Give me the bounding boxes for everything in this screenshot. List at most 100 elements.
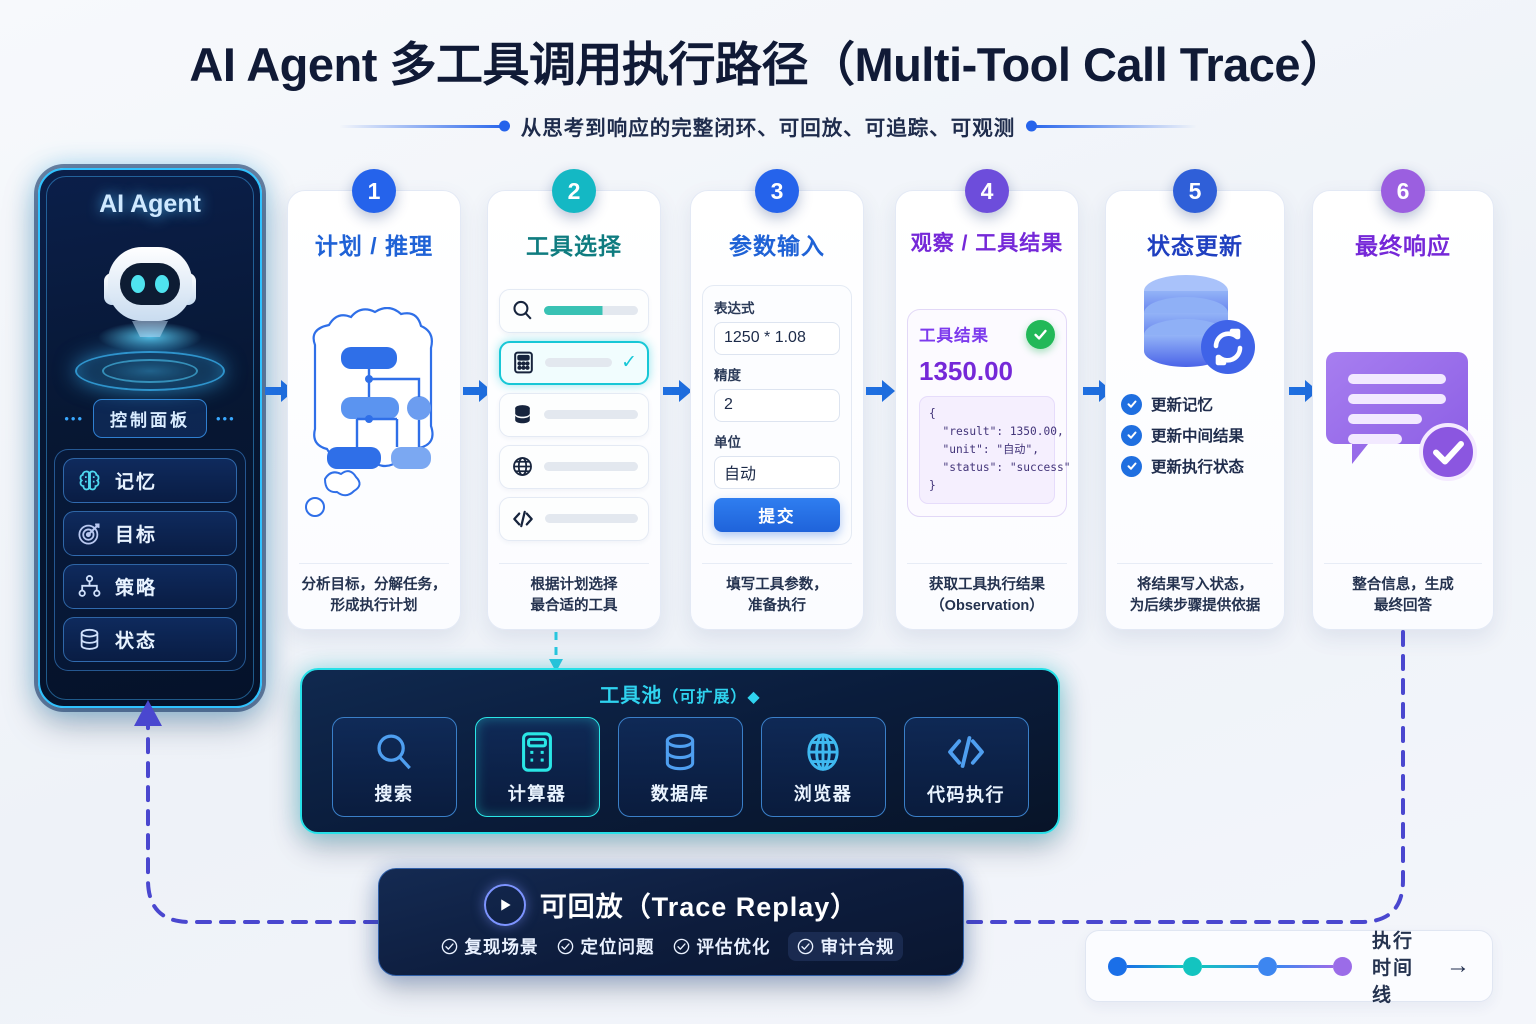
replay-tag-label: 定位问题 bbox=[580, 936, 655, 957]
step-card-1[interactable]: 1 计划 / 推理 分析目标，分解任务， 形成执行计划 bbox=[287, 169, 461, 630]
step-2-tool-list: ✓ bbox=[499, 267, 649, 563]
calculator-icon bbox=[514, 352, 533, 374]
parameter-form: 表达式 1250 * 1.08 精度 2 单位 自动 提交 bbox=[702, 284, 852, 545]
agent-item-memory[interactable]: 记忆 bbox=[63, 458, 237, 503]
pool-tool-label: 浏览器 bbox=[793, 783, 853, 804]
step-caption-3: 填写工具参数， 准备执行 bbox=[702, 562, 852, 617]
submit-button[interactable]: 提交 bbox=[714, 497, 840, 532]
replay-tag[interactable]: 复现场景 bbox=[440, 934, 539, 959]
agent-item-state[interactable]: 状态 bbox=[63, 617, 237, 662]
play-icon[interactable] bbox=[483, 883, 526, 926]
replay-tag-label: 评估优化 bbox=[696, 936, 771, 957]
replay-tag[interactable]: 审计合规 bbox=[787, 931, 903, 961]
brain-icon bbox=[79, 470, 100, 491]
timeline-label: 执行时间线 bbox=[1372, 930, 1415, 1006]
dots-left: ••• bbox=[64, 411, 84, 426]
control-panel-chip[interactable]: 控制面板 bbox=[93, 399, 207, 438]
tool-pool-title-main: 工具池 bbox=[599, 685, 663, 707]
subtitle-dot-left bbox=[498, 120, 510, 132]
page-subtitle: 从思考到响应的完整闭环、可回放、可追踪、可观测 bbox=[520, 117, 1016, 140]
code-icon bbox=[513, 510, 533, 528]
tool-option-code[interactable] bbox=[499, 496, 649, 541]
tool-option-browser[interactable] bbox=[499, 444, 649, 489]
tool-progress-bar bbox=[545, 358, 613, 368]
timeline-dot-4[interactable] bbox=[1333, 956, 1352, 976]
step-title-5: 状态更新 bbox=[1147, 233, 1243, 259]
search-icon bbox=[377, 733, 411, 769]
arrow-step2-to-step3 bbox=[663, 380, 692, 402]
pool-tool-search[interactable]: 搜索 bbox=[331, 717, 457, 817]
database-sync-icon bbox=[1143, 275, 1255, 374]
step-badge-1: 1 bbox=[352, 169, 396, 213]
field-label-unit: 单位 bbox=[714, 434, 741, 450]
pool-tool-label: 代码执行 bbox=[927, 784, 1005, 805]
pool-tool-code[interactable]: 代码执行 bbox=[903, 717, 1029, 817]
step-card-5[interactable]: 5 状态更新 更新记忆 bbox=[1105, 169, 1285, 630]
agent-item-strategy[interactable]: 策略 bbox=[63, 564, 237, 609]
timeline-dot-1[interactable] bbox=[1108, 956, 1127, 976]
checklist-item: 更新执行状态 bbox=[1121, 455, 1273, 477]
check-icon bbox=[1121, 393, 1142, 415]
tool-option-search[interactable] bbox=[499, 288, 649, 333]
agent-item-label: 策略 bbox=[115, 578, 158, 599]
expression-input[interactable]: 1250 * 1.08 bbox=[714, 321, 840, 355]
step-5-state-wrap: 更新记忆 更新中间结果 更新执行状态 bbox=[1117, 267, 1273, 563]
step-card-6[interactable]: 6 最终响应 整合信息，生成 最终回答 bbox=[1312, 169, 1494, 630]
step-title-2: 工具选择 bbox=[526, 233, 622, 259]
dots-right: ••• bbox=[216, 411, 236, 426]
globe-icon bbox=[513, 457, 532, 477]
agent-item-label: 记忆 bbox=[115, 472, 158, 493]
step-1-illustration bbox=[299, 267, 449, 563]
check-circle-icon bbox=[797, 938, 813, 954]
agent-item-label: 目标 bbox=[115, 525, 158, 546]
subtitle-rule-left bbox=[338, 120, 510, 132]
pool-tool-browser[interactable]: 浏览器 bbox=[760, 717, 886, 817]
timeline-dot-3[interactable] bbox=[1258, 956, 1277, 976]
arrow-step5-to-step6 bbox=[1289, 380, 1318, 402]
pool-tool-label: 计算器 bbox=[507, 783, 567, 804]
strategy-network-icon bbox=[78, 575, 101, 597]
checklist-item: 更新中间结果 bbox=[1121, 424, 1273, 446]
check-circle-icon bbox=[441, 938, 457, 954]
step-caption-line1: 将结果写入状态， bbox=[1137, 576, 1253, 593]
replay-tag[interactable]: 评估优化 bbox=[672, 934, 771, 959]
tool-progress-bar bbox=[545, 514, 638, 524]
check-icon: ✓ bbox=[621, 352, 637, 374]
step-title-3: 参数输入 bbox=[729, 233, 825, 259]
robot-icon bbox=[98, 247, 202, 352]
timeline-segment-1 bbox=[1127, 964, 1183, 968]
step-badge-6: 6 bbox=[1381, 169, 1425, 213]
agent-item-goal[interactable]: 目标 bbox=[63, 511, 237, 556]
replay-tag[interactable]: 定位问题 bbox=[556, 934, 655, 959]
tool-pool-title: 工具池（可扩展）◆ bbox=[318, 679, 1042, 708]
checklist-label: 更新执行状态 bbox=[1151, 459, 1245, 476]
step-3-form-wrap: 表达式 1250 * 1.08 精度 2 单位 自动 提交 bbox=[702, 267, 852, 563]
tool-option-database[interactable] bbox=[499, 392, 649, 437]
precision-input[interactable]: 2 bbox=[714, 388, 840, 422]
pool-tool-database[interactable]: 数据库 bbox=[617, 717, 743, 817]
pool-tool-label: 搜索 bbox=[374, 783, 414, 804]
timeline-segment-3 bbox=[1277, 964, 1333, 968]
tool-option-calculator[interactable]: ✓ bbox=[499, 340, 649, 385]
timeline-dot-2[interactable] bbox=[1183, 956, 1202, 976]
step-card-4[interactable]: 4 观察 / 工具结果 工具结果 1350.00 { "result": 135… bbox=[895, 169, 1079, 630]
execution-timeline-widget[interactable]: 执行时间线 → bbox=[1085, 930, 1493, 1006]
check-icon bbox=[1121, 455, 1142, 477]
check-icon bbox=[1121, 424, 1142, 446]
step-badge-4: 4 bbox=[965, 169, 1009, 213]
database-icon bbox=[515, 405, 530, 424]
unit-input[interactable]: 自动 bbox=[714, 455, 840, 489]
search-icon bbox=[513, 301, 532, 321]
arrow-right-icon[interactable]: → bbox=[1446, 952, 1470, 979]
field-label-expression: 表达式 bbox=[714, 300, 755, 316]
tool-pool-title-sub: （可扩展） bbox=[662, 689, 748, 706]
ai-agent-panel: AI Agent bbox=[38, 168, 262, 708]
agent-item-label: 状态 bbox=[115, 631, 158, 652]
subtitle-row: 从思考到响应的完整闭环、可回放、可追踪、可观测 bbox=[0, 111, 1536, 141]
database-icon bbox=[665, 733, 695, 770]
target-icon bbox=[78, 523, 100, 545]
step-card-3[interactable]: 3 参数输入 表达式 1250 * 1.08 精度 2 单位 自动 提交 填写工… bbox=[690, 169, 864, 630]
trace-replay-panel: 可回放（Trace Replay） 复现场景 定位问题 评估优化 审计合规 bbox=[378, 868, 964, 976]
pool-tool-calculator[interactable]: 计算器 bbox=[474, 717, 600, 817]
step-card-2[interactable]: 2 工具选择 ✓ bbox=[487, 169, 661, 630]
